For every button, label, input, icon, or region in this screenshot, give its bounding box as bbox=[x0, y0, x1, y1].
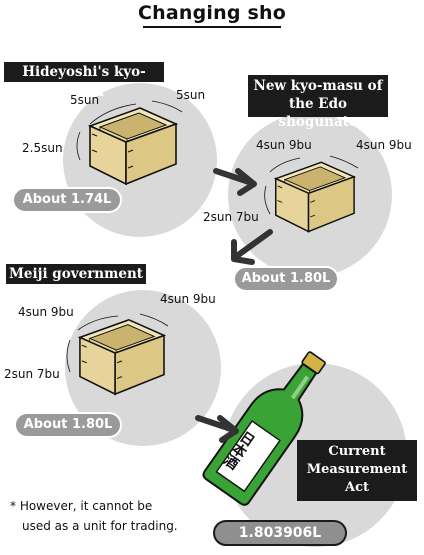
banner-current-line1: Current bbox=[328, 444, 386, 459]
title-underline bbox=[143, 26, 281, 28]
dim-edo-height: 2sun 7bu bbox=[203, 210, 259, 224]
dim-meiji-height: 2sun 7bu bbox=[4, 367, 60, 381]
masu-box-edo bbox=[273, 161, 357, 233]
dim-meiji-width: 4sun 9bu bbox=[18, 305, 74, 319]
volume-meiji: About 1.80L bbox=[14, 412, 122, 438]
banner-current-line3: Act bbox=[344, 480, 369, 495]
dim-hideyoshi-height: 2.5sun bbox=[22, 141, 63, 155]
banner-edo-line2: the Edo shogunate bbox=[278, 96, 358, 130]
banner-current-line2: Measurement bbox=[306, 462, 408, 477]
volume-edo: About 1.80L bbox=[233, 266, 339, 292]
dim-edo-width: 4sun 9bu bbox=[256, 138, 312, 152]
banner-edo-line1: New kyo-masu of bbox=[253, 78, 383, 94]
arrow-right-icon bbox=[213, 168, 257, 196]
banner-meiji: Meiji government bbox=[6, 264, 146, 284]
masu-box-meiji bbox=[77, 318, 167, 396]
volume-hideyoshi: About 1.74L bbox=[12, 187, 122, 213]
sake-bottle-icon bbox=[202, 351, 326, 506]
dim-hideyoshi-width: 5sun bbox=[70, 93, 100, 107]
banner-hideyoshi: Hideyoshi's kyo-masu bbox=[4, 62, 164, 100]
footnote-line2: used as a unit for trading. bbox=[22, 519, 178, 533]
banner-edo: New kyo-masu of the Edo shogunate bbox=[248, 75, 388, 130]
footnote: * However, it cannot be used as a unit f… bbox=[10, 496, 200, 536]
dim-edo-depth: 4sun 9bu bbox=[356, 138, 412, 152]
arrow-right-icon-2 bbox=[195, 415, 239, 443]
banner-current: Current Measurement Act bbox=[297, 440, 417, 501]
volume-current: 1.803906L bbox=[213, 520, 347, 546]
footnote-line1: * However, it cannot be bbox=[10, 499, 153, 513]
page-title: Changing sho bbox=[138, 2, 286, 24]
masu-box-hideyoshi bbox=[87, 107, 179, 186]
dim-meiji-depth: 4sun 9bu bbox=[160, 292, 216, 306]
dim-hideyoshi-depth: 5sun bbox=[176, 88, 206, 102]
arrow-down-left-icon bbox=[231, 229, 273, 265]
